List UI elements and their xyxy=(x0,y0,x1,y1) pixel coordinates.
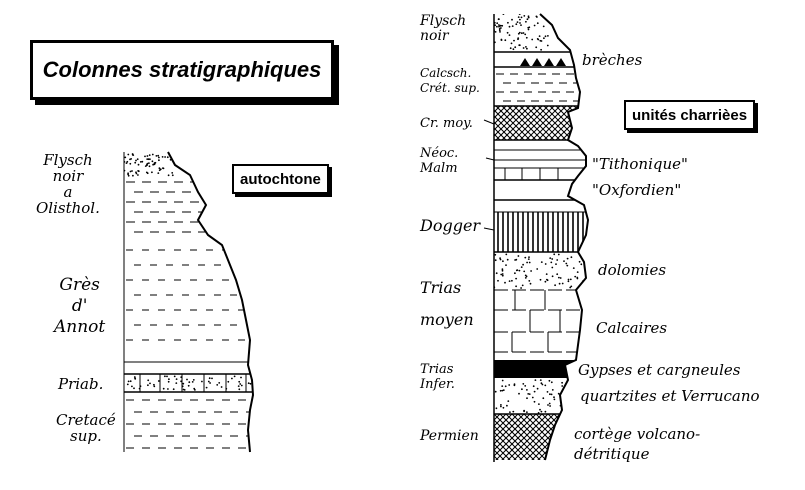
left-label-priab: Priab. xyxy=(58,375,104,393)
right-label-trias-infer: Trias Infer. xyxy=(420,362,455,392)
left-flysch-stipple xyxy=(124,153,175,177)
right-label-flysch: Flysch noir xyxy=(420,13,467,44)
annotation-quartzites: quartzites et Verrucano xyxy=(580,387,760,405)
annotation-breches: brèches xyxy=(582,51,643,69)
right-label-calcsch: Calcsch. Crét. sup. xyxy=(420,66,480,95)
right-label-neoc-malm: Néoc. Malm xyxy=(420,146,459,176)
autochtone-tag-label: autochtone xyxy=(240,170,321,188)
charriees-tag-label: unités charrièes xyxy=(632,106,748,124)
annotation-cortege: cortège volcano- détritique xyxy=(574,425,701,463)
right-quartzites-stipple xyxy=(494,379,564,414)
annotation-oxfordien: "Oxfordien" xyxy=(592,181,682,199)
leader-marks xyxy=(483,119,495,231)
figure-title: Colonnes stratigraphiques xyxy=(42,57,322,82)
left-label-gres-annot: Grès d' Annot xyxy=(54,275,106,337)
right-label-crmoy: Cr. moy. xyxy=(420,116,473,131)
left-label-cretace: Cretacé sup. xyxy=(56,411,116,445)
left-priabonian-bed xyxy=(124,361,253,393)
right-label-permien: Permien xyxy=(420,428,479,444)
left-column xyxy=(123,151,255,453)
annotation-tithonique: "Tithonique" xyxy=(592,155,688,173)
charriees-tag: unités charrièes xyxy=(624,100,756,130)
annotation-dolomies: dolomies xyxy=(598,261,667,279)
title-box: Colonnes stratigraphiques xyxy=(30,40,334,100)
right-label-dogger: Dogger xyxy=(420,216,481,235)
right-dolomies-stipple xyxy=(494,253,587,289)
annotation-calcaires: Calcaires xyxy=(596,319,668,337)
right-calcsch-dashes xyxy=(496,73,581,102)
right-label-trias-moyen: Trias moyen xyxy=(420,278,474,329)
left-cretace-dashes xyxy=(126,399,253,449)
autochtone-tag: autochtone xyxy=(232,164,329,194)
right-crmoy-crosshatch xyxy=(494,105,588,141)
annotation-gypses: Gypses et cargneules xyxy=(578,361,741,379)
right-calcaires-blocks xyxy=(494,289,588,353)
right-flysch-stipple xyxy=(494,14,549,51)
left-label-flysch-olisthol: Flysch noir a Olisthol. xyxy=(36,151,100,217)
